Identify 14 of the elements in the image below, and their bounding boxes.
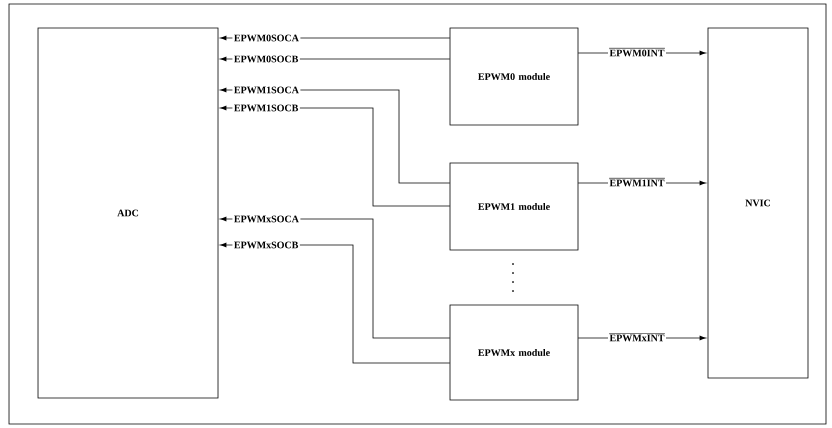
nvic-box: NVIC	[708, 28, 808, 378]
edge-label: EPWMxSOCB	[232, 240, 300, 250]
edge-label: EPWM1INT	[608, 178, 666, 188]
module-box: EPWM0 module	[450, 28, 578, 126]
edge-label: EPWMxINT	[608, 332, 666, 343]
edge-label: EPWM1SOCB	[232, 103, 300, 113]
edge-label: EPWM0SOCB	[232, 54, 300, 64]
edge-label: EPWM1SOCA	[232, 85, 300, 95]
edge-label: EPWM0SOCA	[232, 33, 300, 43]
adc-box: ADC	[38, 28, 218, 398]
module-box: EPWM1 module	[450, 162, 578, 250]
edge-label: EPWM0INT	[608, 48, 666, 58]
module-box: EPWMx module	[450, 304, 578, 400]
edge-label: EPWMxSOCA	[232, 214, 300, 224]
